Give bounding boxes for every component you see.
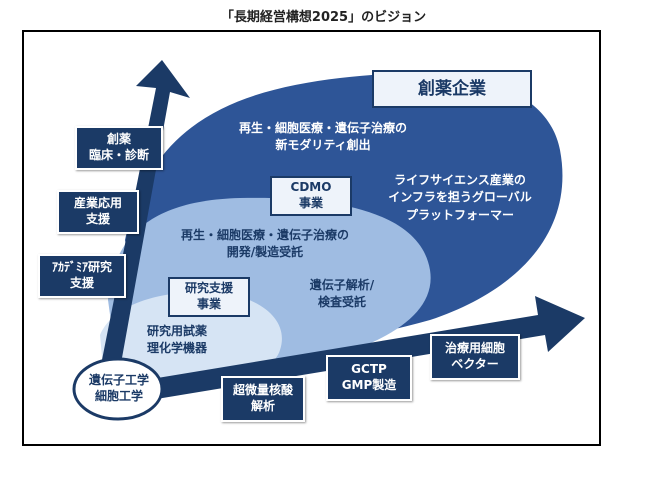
inner-text-reagents: 研究用試薬 理化学機器 xyxy=(146,324,207,356)
outer-text-platformer: ライフサイエンス産業の インフラを担うグローバル プラットフォーマー xyxy=(388,173,532,222)
bottom-axis-box-nucleic: 超微量核酸 解析 xyxy=(221,376,305,422)
bottom-axis-box-vector: 治療用細胞 ベクター xyxy=(430,334,520,380)
middle-text-contract-manufacturing: 再生・細胞医療・遺伝子治療の 開発/製造受託 xyxy=(180,228,349,260)
left-axis-arrow xyxy=(98,60,190,380)
outer-text-modality: 再生・細胞医療・遺伝子治療の 新モダリティ創出 xyxy=(238,121,407,153)
bottom-axis-box-gmp: GCTP GMP製造 xyxy=(326,355,412,401)
drug-company-box: 創薬企業 xyxy=(372,70,532,108)
page-title: 「長期経営構想2025」のビジョン xyxy=(220,10,427,25)
research-support-box: 研究支援 事業 xyxy=(168,277,250,317)
left-axis-box-drug-discovery: 創薬 臨床・診断 xyxy=(75,126,163,170)
left-axis-box-academia: ｱｶﾃﾞﾐｱ研究 支援 xyxy=(38,254,126,298)
origin-label: 遺伝子工学 細胞工学 xyxy=(88,373,149,404)
left-axis-box-industrial: 産業応用 支援 xyxy=(57,190,139,234)
origin-ellipse xyxy=(72,357,164,421)
middle-text-gene-analysis: 遺伝子解析/ 検査受託 xyxy=(309,278,375,310)
cdmo-box: CDMO 事業 xyxy=(270,176,352,216)
